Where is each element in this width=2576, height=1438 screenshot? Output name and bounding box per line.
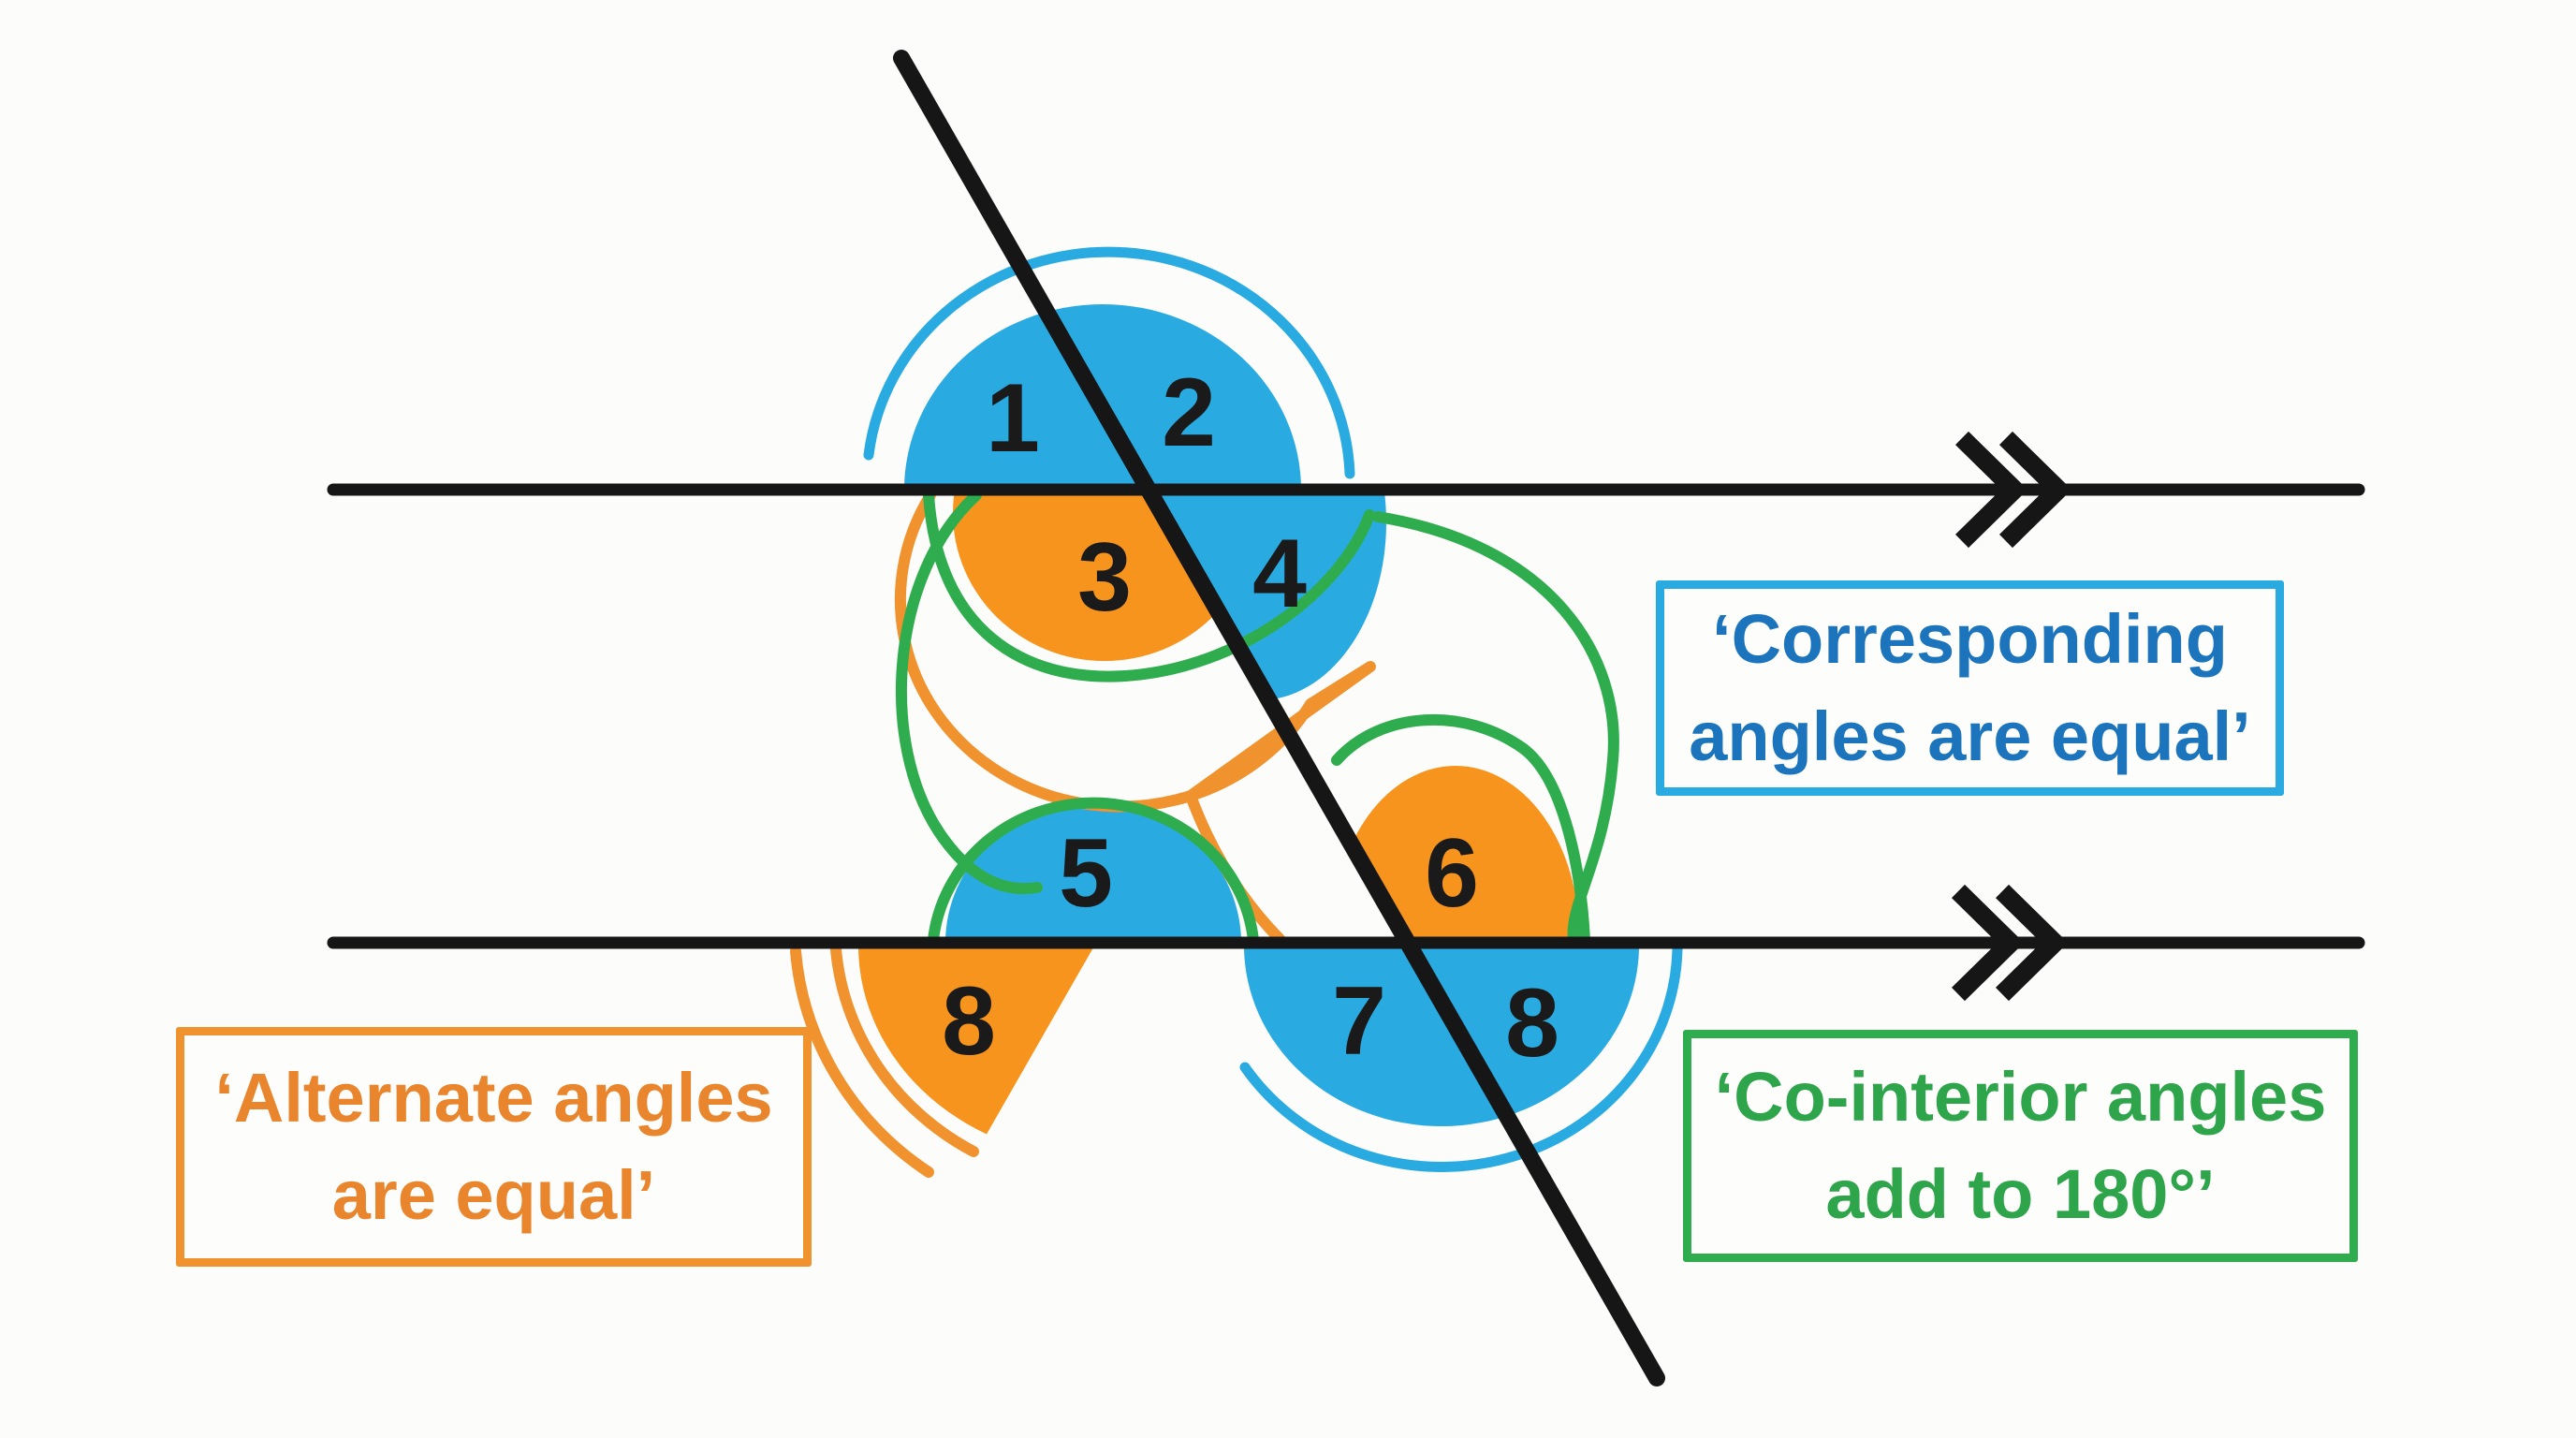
corresponding-angles-box: ‘Corresponding angles are equal’ [1656, 580, 2284, 796]
angle-5-label: 5 [1059, 819, 1113, 928]
angle-3-label: 3 [1077, 523, 1132, 632]
angle-6-label: 6 [1425, 819, 1479, 928]
parallel-mark-bottom-icon [1951, 884, 2069, 1002]
angle-6-region [1332, 766, 1579, 943]
orange-arc-8-outer-icon [790, 946, 934, 1178]
angle-1-label: 1 [986, 364, 1040, 473]
angle-5-region [945, 802, 1241, 943]
parallel-mark-top-icon [1954, 431, 2072, 549]
green-arc-over-6-icon [1331, 713, 1590, 946]
angle-7-label: 7 [1332, 967, 1386, 1076]
cointerior-angles-text-line1: ‘Co-interior angles [1714, 1058, 2327, 1136]
transversal-line [893, 50, 1665, 1387]
green-arc-under-3-4-icon [923, 490, 1375, 682]
corresponding-angles-text-line2: angles are equal’ [1689, 697, 2251, 775]
corresponding-angles-text-line1: ‘Corresponding [1712, 600, 2228, 678]
angle-4-label: 4 [1252, 520, 1307, 628]
alternate-angles-text-line1: ‘Alternate angles [214, 1059, 773, 1137]
cointerior-angles-box: ‘Co-interior angles add to 180°’ [1683, 1030, 2358, 1262]
blue-arc-under-7-8-icon [1239, 942, 1683, 1172]
alternate-angles-text-line2: are equal’ [331, 1156, 656, 1234]
angle-8-right-label: 8 [1505, 969, 1559, 1078]
angle-8-left-region [858, 943, 1100, 1159]
angle-7-8-region [1244, 943, 1639, 1126]
alternate-angles-box: ‘Alternate angles are equal’ [176, 1027, 812, 1267]
corresponding-arc-top-icon [863, 246, 1355, 479]
angle-2-label: 2 [1162, 359, 1216, 467]
angle-8-left-label: 8 [942, 967, 996, 1076]
angle-3-region [953, 490, 1256, 661]
green-arc-over-5-icon [928, 797, 1259, 946]
green-loop-left-icon [895, 490, 1043, 895]
cointerior-angles-text-line2: add to 180°’ [1825, 1155, 2216, 1233]
orange-arc-8-inner-icon [830, 944, 979, 1157]
